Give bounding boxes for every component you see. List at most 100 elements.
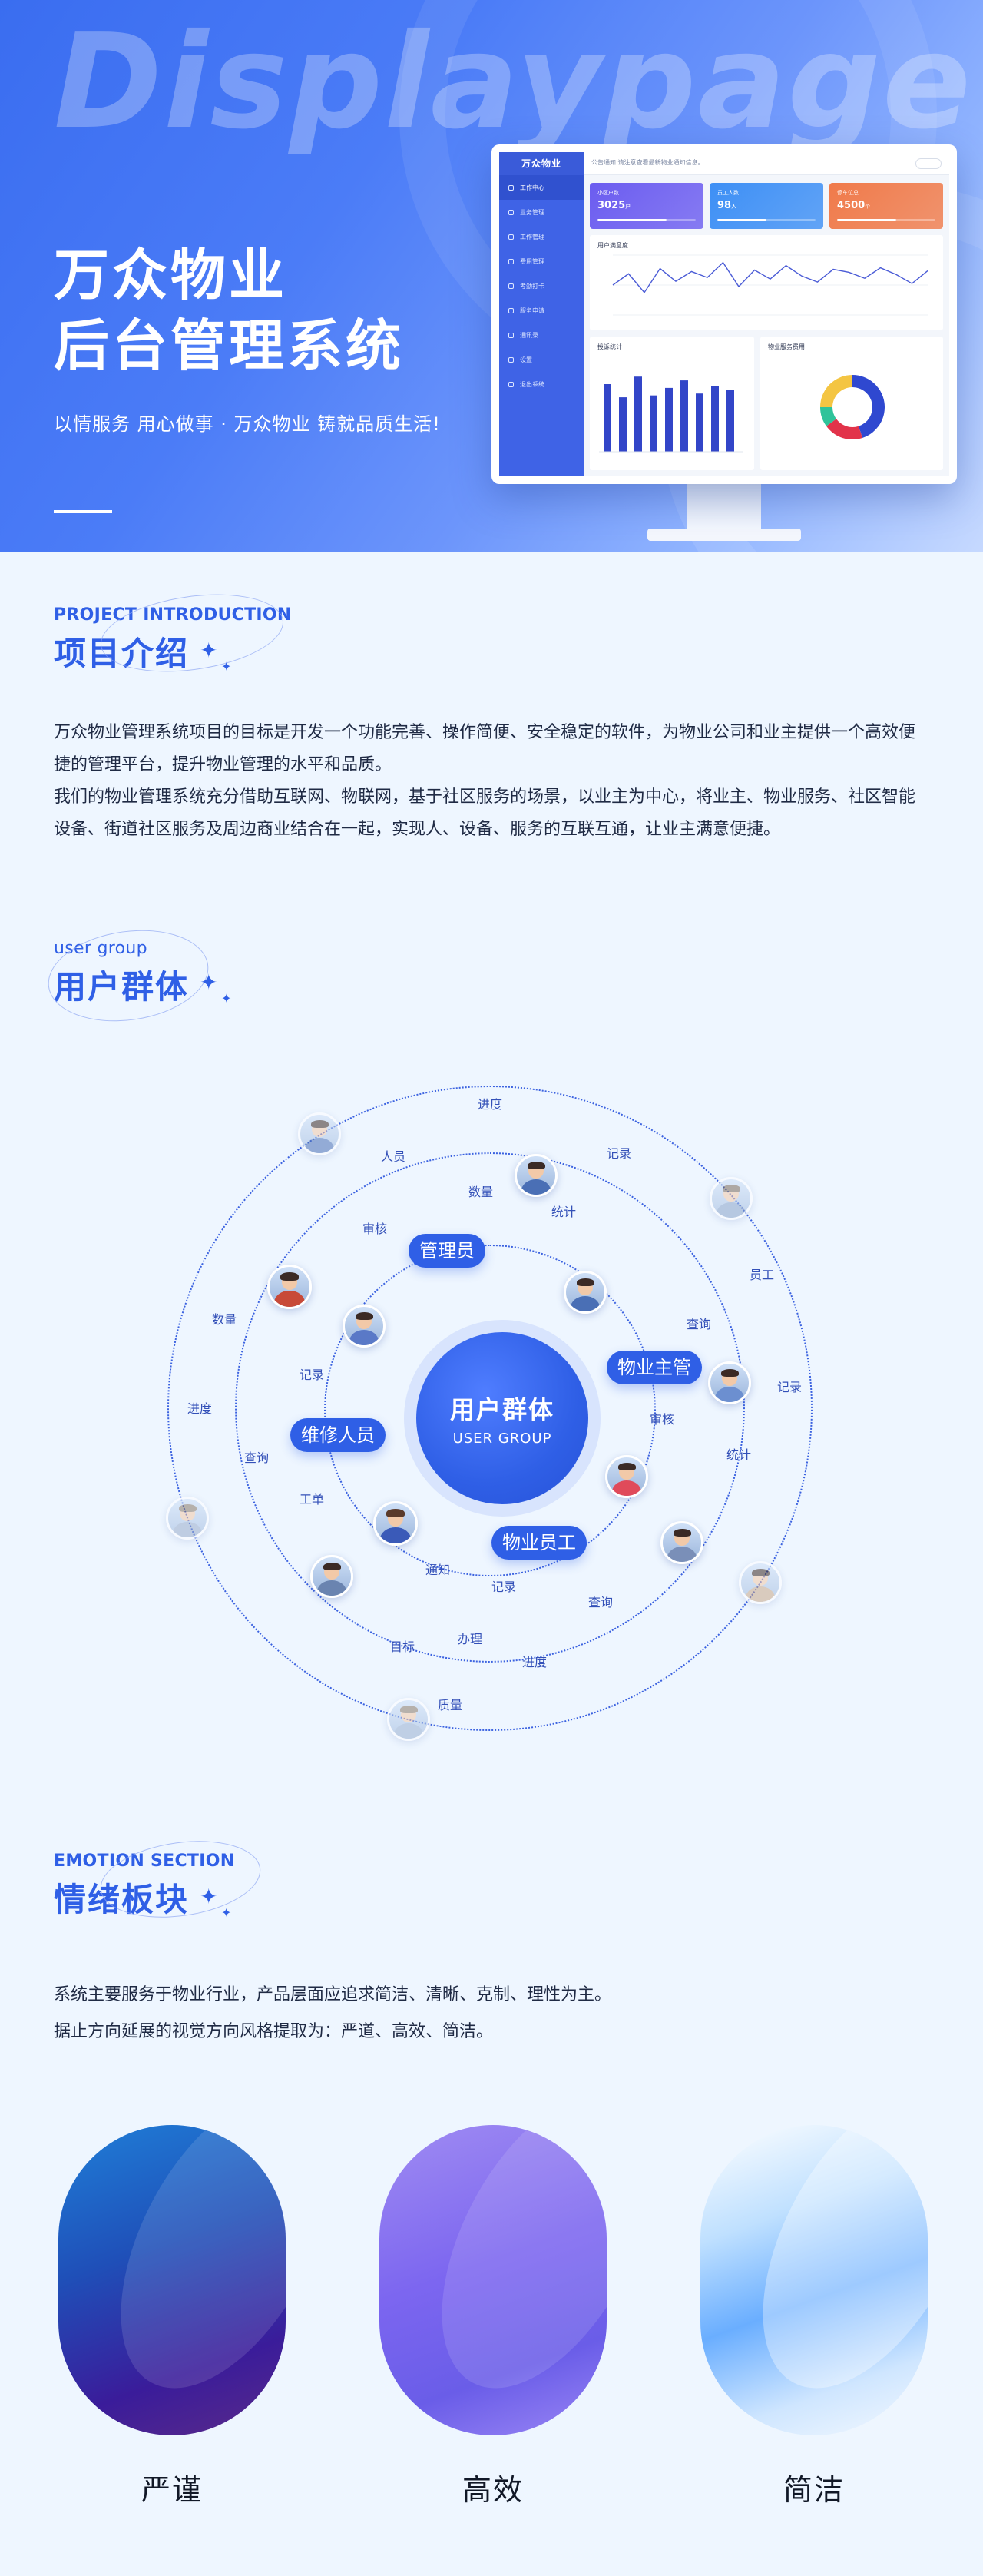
- donut-chart-slice: [826, 419, 862, 439]
- ring-label: 审核: [650, 1412, 675, 1427]
- user-group-diagram: 用户群体 USER GROUP 管理员 物业主管 维修人员 物业员工 进度 记录…: [0, 1045, 983, 1782]
- dashboard-sidebar-item[interactable]: 通讯录: [499, 323, 584, 347]
- bar-chart-bar: [711, 386, 719, 452]
- intro-paragraph-2: 我们的物业管理系统充分借助互联网、物联网，基于社区服务的场景，以业主为中心，将业…: [54, 787, 916, 839]
- donut-chart-slice: [852, 375, 885, 438]
- dashboard-logo: 万众物业: [499, 152, 584, 175]
- ring-label: 办理: [458, 1632, 483, 1646]
- bar-chart-bar: [604, 384, 611, 452]
- user-avatar: [515, 1154, 558, 1197]
- dashboard-sidebar-label: 业务管理: [520, 208, 544, 216]
- users-heading-cn: 用户群体: [54, 968, 190, 1006]
- menu-icon: [508, 356, 514, 363]
- menu-icon: [508, 307, 514, 313]
- ring-label: 记录: [300, 1368, 325, 1382]
- dashboard-sidebar-item[interactable]: 业务管理: [499, 200, 584, 224]
- dashboard-sidebar-item[interactable]: 工作中心: [499, 175, 584, 200]
- role-supervisor-pill[interactable]: 物业主管: [607, 1351, 702, 1384]
- ring-label: 查询: [244, 1450, 270, 1465]
- dashboard-sidebar-item[interactable]: 考勤打卡: [499, 274, 584, 298]
- menu-icon: [508, 283, 514, 289]
- stat-card-label: 小区户数: [597, 190, 619, 196]
- emotion-heading-cn: 情绪板块: [54, 1881, 190, 1918]
- bar-chart: [599, 376, 743, 453]
- ring-label: 记录: [777, 1380, 803, 1394]
- menu-icon: [508, 258, 514, 264]
- stat-card-progress: [717, 219, 816, 221]
- dashboard-topbar: 万众物业 公告通知 请注意查看最新物业通知信息。: [499, 152, 949, 175]
- monitor-base: [647, 529, 801, 541]
- dashboard-sidebar: 工作中心业务管理工作管理费用管理考勤打卡服务申请通讯录设置退出系统: [499, 175, 584, 476]
- user-avatar: [343, 1305, 386, 1348]
- dashboard-sidebar-item[interactable]: 工作管理: [499, 224, 584, 249]
- dashboard-sidebar-item[interactable]: 费用管理: [499, 249, 584, 274]
- dashboard-sidebar-label: 工作中心: [520, 184, 544, 191]
- mood-card-efficient: [379, 2125, 607, 2435]
- inner-ring: [324, 1245, 656, 1576]
- user-avatar: [564, 1271, 607, 1314]
- mood-card-simple: [700, 2125, 928, 2435]
- middle-ring: [235, 1152, 745, 1663]
- sparkle-icon: ✦: [200, 638, 218, 663]
- user-avatar: [660, 1521, 703, 1564]
- donut-chart-slice: [820, 375, 852, 407]
- emotion-paragraph-1: 系统主要服务于物业行业，产品层面应追求简洁、清晰、克制、理性为主。: [54, 1985, 612, 2004]
- ring-label: 查询: [687, 1317, 712, 1331]
- intro-heading: PROJECT INTRODUCTION 项目介绍 ✦ ✦: [54, 583, 292, 683]
- user-group-center: 用户群体 USER GROUP: [416, 1332, 588, 1504]
- heading-decor-oval: [41, 920, 215, 1032]
- ring-label: 进度: [522, 1655, 548, 1669]
- dashboard-sidebar-item[interactable]: 设置: [499, 347, 584, 372]
- dashboard-search-input[interactable]: [915, 158, 942, 169]
- role-staff-pill[interactable]: 物业员工: [492, 1526, 587, 1560]
- emotion-heading-en: EMOTION SECTION: [54, 1852, 235, 1871]
- donut-chart-title: 物业服务费用: [768, 343, 805, 350]
- user-avatar: [739, 1561, 782, 1604]
- dashboard-monitor: 万众物业 公告通知 请注意查看最新物业通知信息。 工作中心业务管理工作管理费用管…: [492, 144, 957, 484]
- emotion-heading: EMOTION SECTION 情绪板块 ✦ ✦: [54, 1831, 266, 1928]
- sparkle-icon: ✦: [221, 659, 232, 674]
- ring-label: 数量: [212, 1312, 237, 1327]
- mood-label-rigorous: 严谨: [141, 2473, 203, 2507]
- dashboard-sidebar-label: 工作管理: [520, 233, 544, 240]
- hero-underline: [54, 510, 112, 513]
- dashboard-sidebar-item[interactable]: 退出系统: [499, 372, 584, 396]
- ring-label: 进度: [187, 1401, 213, 1416]
- dashboard-sidebar-label: 服务申请: [520, 307, 544, 314]
- center-title-en: USER GROUP: [452, 1430, 552, 1447]
- bar-chart-panel: 投诉统计: [590, 337, 754, 470]
- ring-label: 审核: [362, 1222, 388, 1236]
- ring-label: 人员: [381, 1149, 406, 1164]
- role-repair-pill[interactable]: 维修人员: [290, 1418, 386, 1452]
- dashboard-sidebar-item[interactable]: 服务申请: [499, 298, 584, 323]
- user-avatar: [298, 1112, 341, 1155]
- menu-icon: [508, 381, 514, 387]
- ring-label: 统计: [726, 1447, 752, 1462]
- hero-title-line-2: 后台管理系统: [54, 313, 405, 378]
- bar-chart-bar: [634, 376, 642, 452]
- user-avatar: [310, 1555, 353, 1598]
- dashboard-sidebar-label: 设置: [520, 356, 532, 363]
- monitor-stand: [687, 484, 761, 532]
- role-admin-pill[interactable]: 管理员: [409, 1234, 485, 1268]
- user-avatar: [267, 1265, 312, 1309]
- dashboard-sidebar-label: 退出系统: [520, 380, 544, 388]
- users-heading-en: user group: [54, 939, 147, 958]
- stat-card-value: 3025户: [597, 200, 631, 211]
- dashboard-sidebar-label: 考勤打卡: [520, 282, 544, 290]
- hero-title: 万众物业 后台管理系统: [54, 240, 404, 381]
- dashboard-stat-card: 小区户数 3025户: [590, 183, 703, 229]
- stat-card-progress: [837, 219, 935, 221]
- mood-label-simple: 简洁: [783, 2473, 845, 2507]
- menu-icon: [508, 234, 514, 240]
- intro-heading-en: PROJECT INTRODUCTION: [54, 605, 292, 625]
- hero-banner: Displaypage 万众物业 后台管理系统 以情服务 用心做事 · 万众物业…: [0, 0, 983, 552]
- intro-heading-cn: 项目介绍: [54, 635, 190, 672]
- user-avatar: [708, 1361, 751, 1404]
- bar-chart-title: 投诉统计: [597, 343, 622, 350]
- stat-card-label: 停车位总: [837, 190, 859, 196]
- user-avatar: [605, 1455, 648, 1498]
- bar-chart-bar: [680, 380, 688, 452]
